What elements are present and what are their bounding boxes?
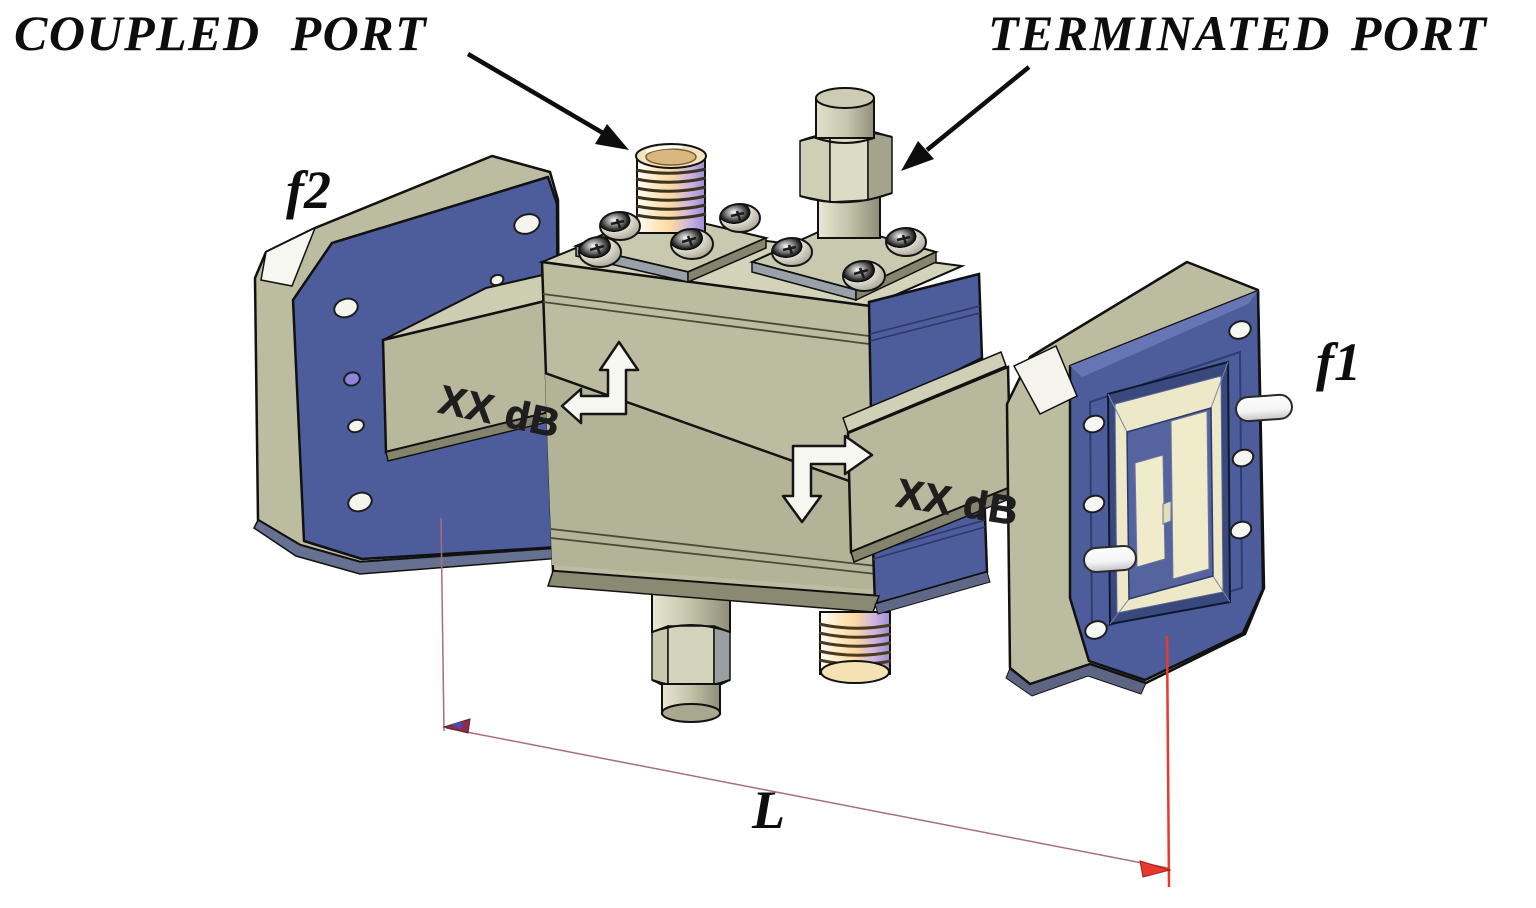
block-grooves <box>542 293 877 575</box>
sma-threads <box>635 167 707 220</box>
right-flange-corner-facet <box>1012 344 1078 415</box>
dimension-arrowhead-left-tint <box>451 722 462 729</box>
coupling-direction-arrow-right <box>781 434 874 524</box>
bolt-hole <box>1228 320 1252 340</box>
dimension-line <box>445 727 1169 869</box>
alignment-pin-hole <box>347 418 365 434</box>
left-flange-bolt-holes <box>333 213 541 513</box>
bolt-hole <box>513 213 541 235</box>
frequency-f1-label: f1 <box>1316 332 1361 392</box>
screw <box>885 227 927 257</box>
bottom-sma-connector <box>818 611 892 684</box>
coupled-port-arrowhead <box>595 124 629 150</box>
frequency-f2-label: f2 <box>286 160 331 220</box>
bolt-hole <box>347 491 373 513</box>
left-flange-corner-facet <box>260 226 317 287</box>
block-bottom-sliver-right <box>874 571 991 615</box>
coupled-port-label: COUPLED PORT <box>14 5 428 61</box>
screw <box>599 211 641 241</box>
waveguide-aperture <box>1106 360 1232 626</box>
terminated-port-arrow-line <box>925 65 1031 152</box>
ridge-window-left <box>1134 454 1166 568</box>
coupling-direction-arrow-left <box>560 340 640 425</box>
right-flange <box>1005 260 1293 697</box>
right-waveguide-arm <box>842 351 1015 564</box>
extension-line-left <box>440 517 445 732</box>
coupled-port-arrow <box>466 52 629 150</box>
screw <box>578 236 622 268</box>
dimension-arrowhead-right <box>1139 860 1172 878</box>
terminated-port-arrow <box>901 65 1031 171</box>
screw <box>842 260 886 292</box>
coupled-port-arrow-line <box>466 52 605 135</box>
bolt-hole <box>333 297 359 319</box>
block-bottom-sliver <box>546 570 881 613</box>
screw <box>771 237 813 267</box>
extension-line-right <box>1165 635 1171 888</box>
bolt-hole <box>1231 448 1255 468</box>
bolt-hole <box>1229 520 1253 540</box>
left-waveguide-arm <box>381 269 562 462</box>
alignment-pin-hole <box>343 371 361 387</box>
right-flange-bolt-holes <box>1082 320 1255 640</box>
bolt-hole <box>1084 620 1108 640</box>
right-arm-top-face <box>842 351 1007 433</box>
alignment-pin <box>1235 393 1293 423</box>
alignment-pin <box>1083 545 1137 573</box>
block-side-face-upper <box>867 272 984 417</box>
bolt-hole <box>1082 494 1106 514</box>
ridge-window-right <box>1170 410 1210 580</box>
ridge-bridge <box>1162 500 1172 525</box>
aperture-step-line <box>1107 361 1231 625</box>
block-lower-face-shade <box>545 374 877 590</box>
coupled-port-connector <box>635 143 707 234</box>
right-flange-top-bevel <box>1070 291 1258 377</box>
top-screws <box>578 203 927 292</box>
terminated-port-label: TERMINATED PORT <box>988 5 1488 61</box>
bottom-terminated-connector <box>651 585 731 723</box>
bolt-hole <box>1082 414 1106 434</box>
screw <box>670 228 714 260</box>
terminated-port-arrowhead <box>901 141 934 171</box>
alignment-pins <box>1083 393 1293 573</box>
block-mid-edge <box>544 371 867 489</box>
length-dimension-label: L <box>751 780 785 840</box>
terminated-port-connector <box>799 87 893 239</box>
block-side-grooves-upper <box>869 305 981 342</box>
screw <box>719 203 761 233</box>
length-dimension <box>440 517 1172 888</box>
